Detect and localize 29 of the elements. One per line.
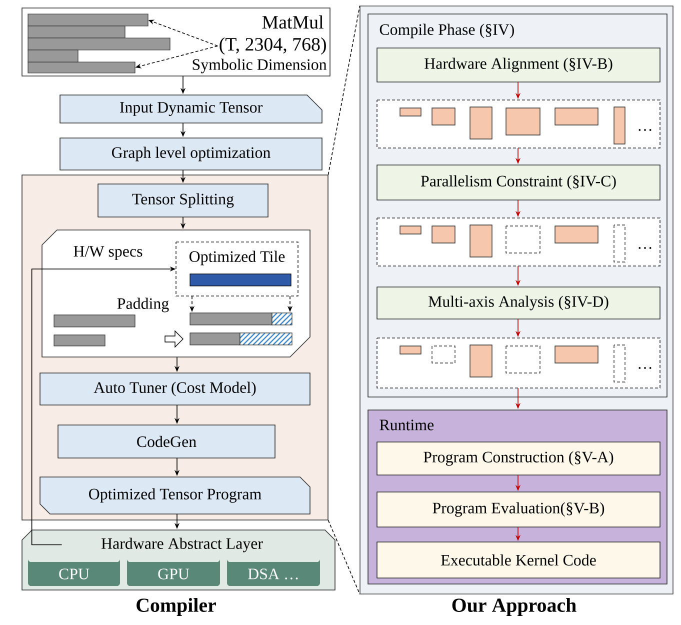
leader-line <box>328 5 360 176</box>
process-box: Tensor Splitting <box>98 184 268 218</box>
device-box: GPU <box>127 558 220 586</box>
bar <box>28 14 148 26</box>
process-box: Optimized Tensor Program <box>40 476 310 514</box>
label: … <box>638 247 652 249</box>
step-box: Hardware Alignment (§IV-B) <box>376 48 660 82</box>
leader-line <box>328 520 360 595</box>
step-box: Program Construction (§V-A) <box>376 442 660 476</box>
dimension-label: (T, 2304, 768) <box>220 37 326 55</box>
process-box: Input Dynamic Tensor <box>60 94 322 124</box>
label: … <box>638 129 652 131</box>
padded-bar <box>190 312 292 326</box>
device-box: CPU <box>28 558 120 586</box>
process-box: CodeGen <box>58 424 276 458</box>
edge-label: H/W specs <box>72 245 144 261</box>
label: Padding <box>117 298 169 312</box>
step-box: Program Evaluation(§V-B) <box>376 492 660 528</box>
label: … <box>638 367 652 369</box>
step-box: Parallelism Constraint (§IV-C) <box>376 164 660 200</box>
step-box: Multi-axis Analysis (§IV-D) <box>376 286 660 320</box>
label: Compiler <box>136 598 216 616</box>
process-box: Auto Tuner (Cost Model) <box>40 372 310 406</box>
node-label: Our Approach <box>452 598 576 616</box>
step-box: Executable Kernel Code <box>376 542 660 578</box>
process-box: Graph level optimization <box>60 138 322 170</box>
annotation: Symbolic Dimension <box>192 58 327 74</box>
bar <box>28 62 136 74</box>
device-box: DSA … <box>227 558 320 586</box>
